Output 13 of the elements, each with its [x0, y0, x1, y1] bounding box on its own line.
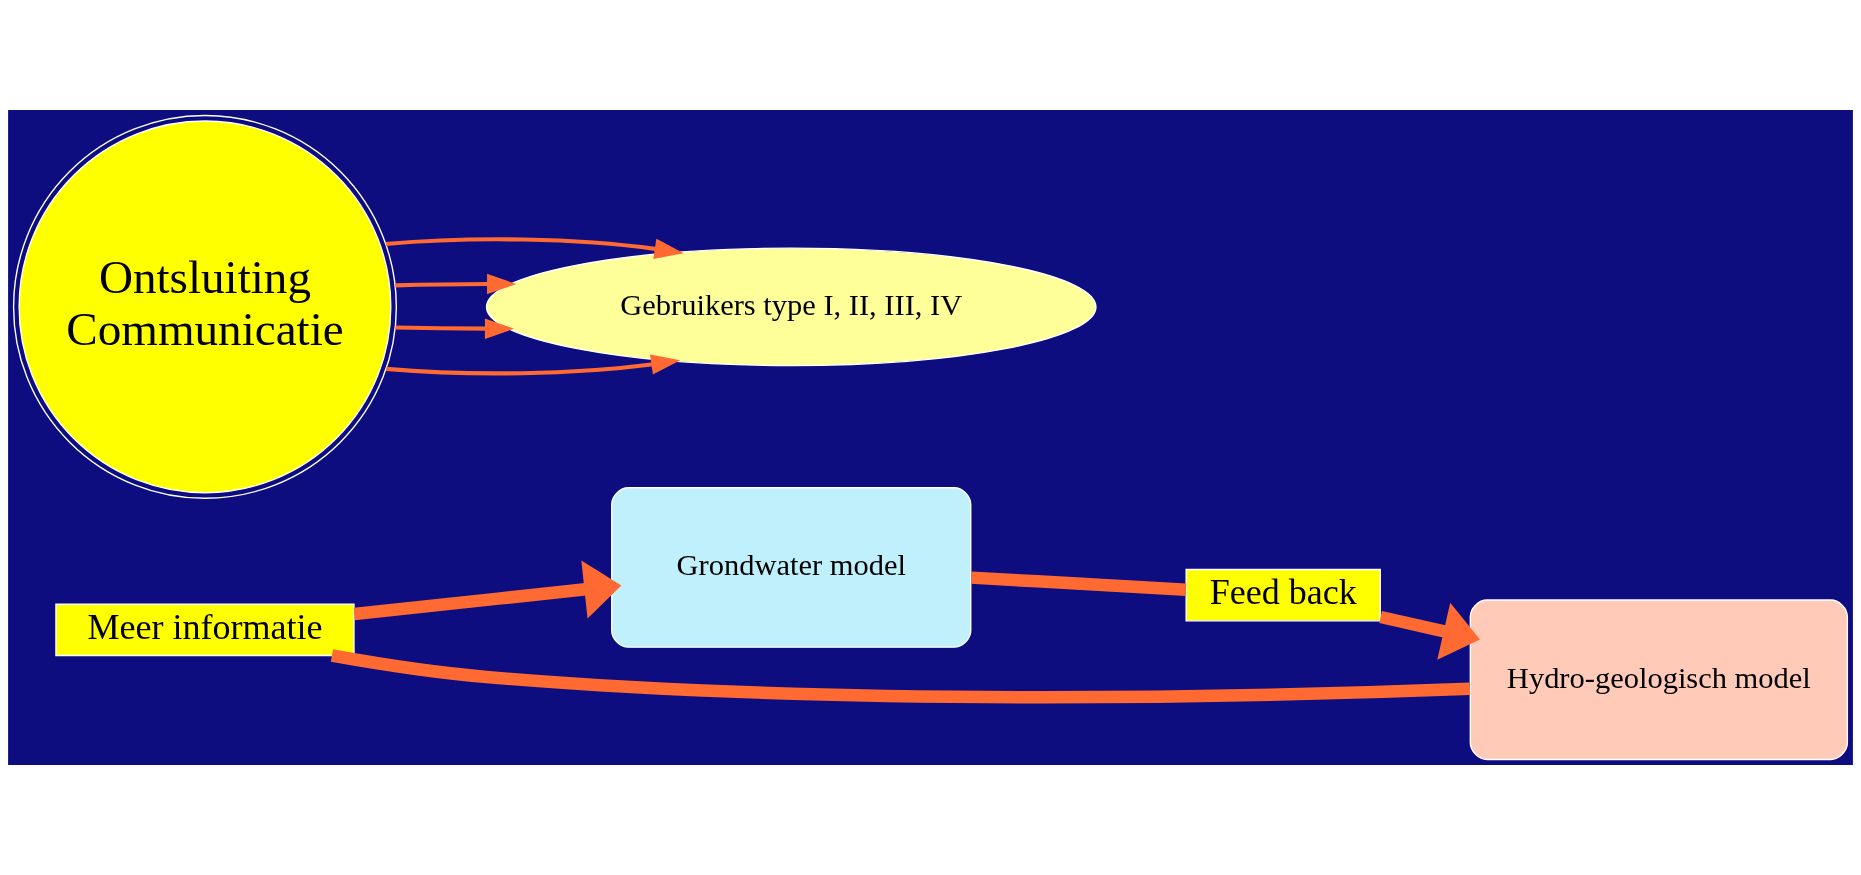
node-box: Meer informatie — [55, 603, 355, 657]
arrow — [386, 354, 681, 376]
node-circle: Ontsluiting Communicatie — [12, 114, 398, 499]
arrow — [1379, 602, 1480, 660]
connector — [970, 571, 1187, 596]
node-box: Hydro-geologisch model — [1469, 599, 1849, 761]
connector — [330, 649, 1471, 704]
node-box: Feed back — [1185, 568, 1381, 622]
arrow — [395, 318, 515, 339]
node-box: Grondwater model — [611, 487, 972, 648]
arrow — [395, 273, 517, 295]
arrow — [385, 237, 684, 259]
arrow — [353, 560, 622, 621]
